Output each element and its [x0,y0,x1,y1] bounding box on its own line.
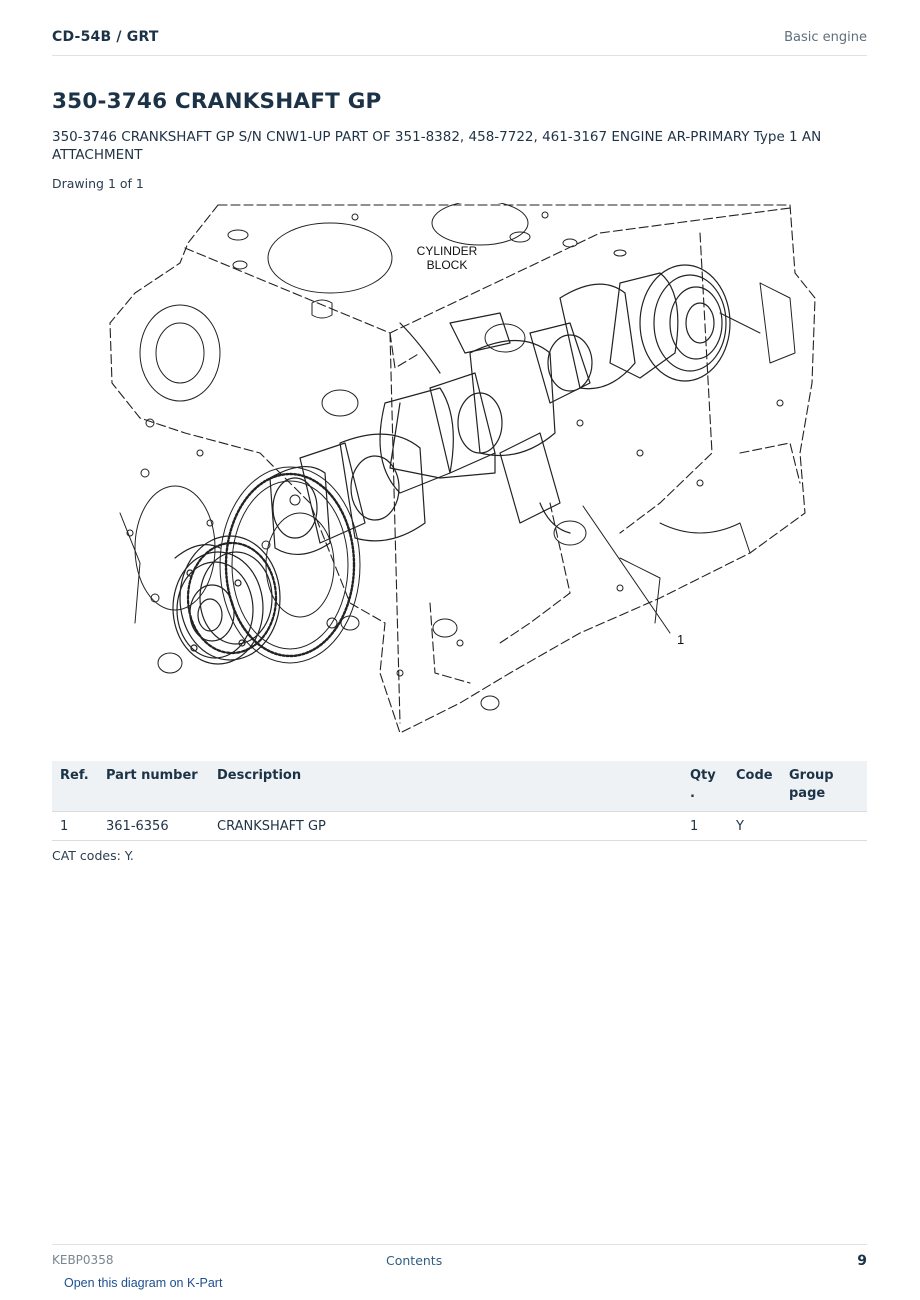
page-title: 350-3746 CRANKSHAFT GP [52,89,382,114]
crankshaft-drawing: CYLINDER BLOCK 1 [100,203,820,738]
cell-group-page [781,811,867,841]
header-part-number: Part number [98,761,209,812]
page-number: 9 [857,1253,867,1269]
header-group-line2: page [789,786,826,801]
cell-description: CRANKSHAFT GP [209,811,682,841]
page-subtitle: 350-3746 CRANKSHAFT GP S/N CNW1-UP PART … [52,129,822,163]
crankshaft-body [269,272,679,555]
cylinder-block-label-line1: CYLINDER [417,244,478,258]
callout-leader [582,505,671,634]
cell-part-number: 361-6356 [98,811,209,841]
table-row: 1 361-6356 CRANKSHAFT GP 1 Y [52,811,867,841]
table-header-row: Ref. Part number Description Qty. Code G… [52,761,867,812]
header-group-line1: Group [789,768,834,783]
drawing-count: Drawing 1 of 1 [52,176,144,191]
parts-table: Ref. Part number Description Qty. Code G… [52,761,867,841]
header-code: Code [728,761,781,812]
cylinder-block-label-line2: BLOCK [427,258,468,272]
cell-qty: 1 [682,811,728,841]
page-footer: KEBP0358 Contents 9 [52,1244,867,1274]
header-group-page: Group page [781,761,867,812]
document-id: CD-54B / GRT [52,29,159,45]
header-description: Description [209,761,682,812]
cell-code: Y [728,811,781,841]
kpart-diagram-link[interactable]: Open this diagram on K-Part [64,1276,223,1290]
crankshaft-flange [639,264,731,382]
contents-link[interactable]: Contents [386,1253,443,1268]
callout-number: 1 [677,632,684,647]
header-ref: Ref. [52,761,98,812]
header-qty: Qty. [682,761,728,812]
cat-codes-note: CAT codes: Y. [52,848,134,863]
cylinder-block-outline [109,204,816,734]
header-qty-line1: Qty [690,768,716,783]
footer-doc-code: KEBP0358 [52,1253,114,1267]
timing-gear [219,466,361,664]
cell-ref: 1 [52,811,98,841]
header-qty-line2: . [690,786,695,801]
front-pulley [172,535,281,665]
section-name: Basic engine [784,30,867,45]
block-details [119,203,796,711]
page-header: CD-54B / GRT Basic engine [52,28,867,56]
